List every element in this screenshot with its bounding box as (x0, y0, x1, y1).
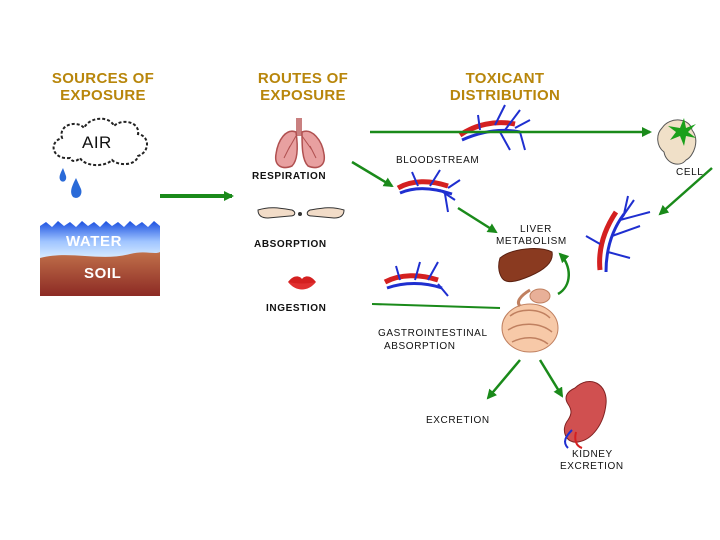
routes-of-exposure-header: ROUTES OF EXPOSURE (257, 70, 349, 104)
water-soil-block (40, 221, 160, 296)
bloodstream-vessel-icon (383, 261, 449, 297)
arrow-gi-to-liver (371, 303, 501, 309)
liver-label: LIVER (520, 224, 552, 235)
kidney-label: KIDNEY (572, 449, 613, 460)
absorption-label: ABSORPTION (254, 239, 327, 250)
liver-icon (498, 248, 553, 283)
excretion-label: EXCRETION (426, 415, 490, 426)
bloodstream-label: BLOODSTREAM (396, 155, 480, 166)
bloodstream-vessel-icon (458, 104, 531, 151)
air-cloud-icon (52, 117, 148, 166)
sources-of-exposure-header: SOURCES OF EXPOSURE (51, 70, 155, 104)
arrow-to-kidney (538, 359, 564, 398)
arrow-cell-to-vessel (658, 167, 713, 216)
lungs-icon (274, 118, 326, 169)
arrow-liver-loop (557, 252, 570, 296)
arrow-respiration-to-bloodstream (351, 160, 394, 188)
bloodstream-vessel-icon (585, 195, 651, 273)
kidney-excretion-label: EXCRETION (560, 461, 624, 472)
intestines-icon (501, 288, 559, 353)
soil-label: SOIL (84, 265, 122, 282)
air-label: AIR (82, 133, 112, 152)
cell-label: CELL (676, 167, 704, 178)
ingestion-label: INGESTION (266, 303, 327, 314)
toxicant-distribution-header: TOXICANT DISTRIBUTION (449, 70, 561, 104)
respiration-label: RESPIRATION (252, 171, 327, 182)
gastrointestinal-label: GASTROINTESTINAL (378, 328, 488, 339)
cell-icon (657, 118, 697, 165)
metabolism-label: METABOLISM (496, 236, 567, 247)
gi-absorption-label: ABSORPTION (384, 341, 456, 352)
lips-icon (288, 276, 316, 290)
bloodstream-vessel-icon (396, 169, 461, 213)
hands-icon (257, 207, 345, 219)
kidney-icon (563, 381, 607, 449)
flow-arrows (160, 127, 713, 400)
droplet-icon (59, 168, 82, 198)
water-label: WATER (66, 233, 123, 250)
arrow-to-excretion (486, 359, 521, 400)
arrow-bloodstream-to-liver (457, 206, 498, 234)
